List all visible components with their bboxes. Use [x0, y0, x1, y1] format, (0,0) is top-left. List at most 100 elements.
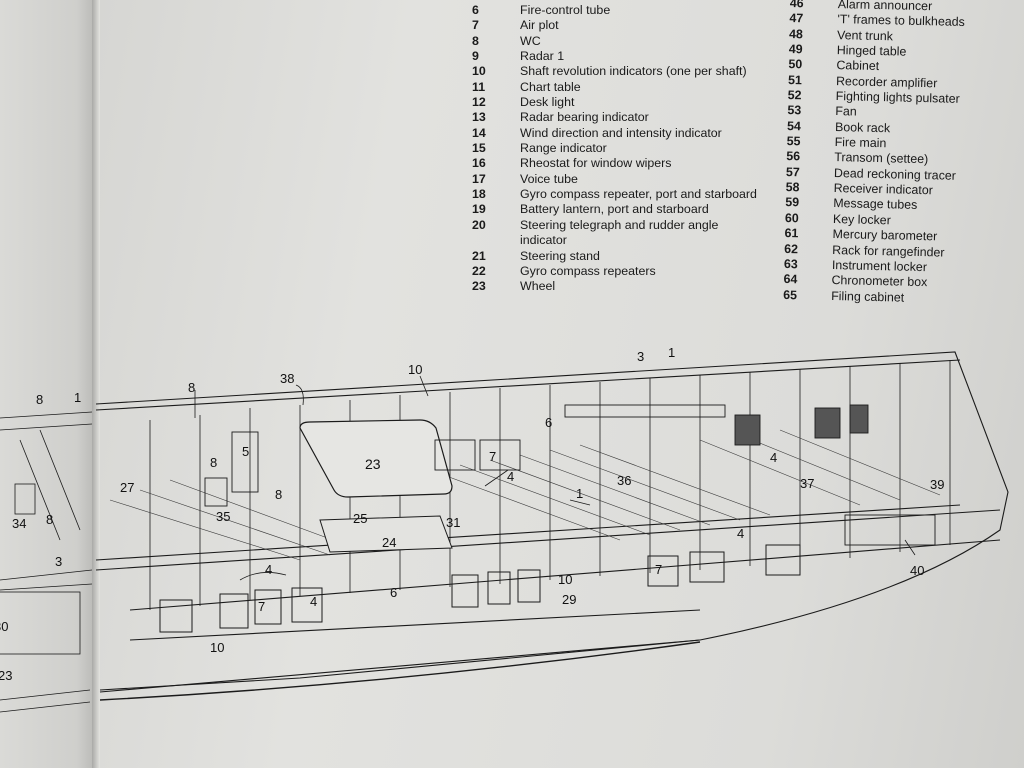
legend-number: 16 [472, 156, 486, 171]
legend-label: indicator [520, 233, 567, 248]
left-page-label: 3 [55, 554, 62, 569]
drawing-label: 7 [655, 562, 662, 577]
hull-outline [95, 351, 1009, 691]
drawing-label: 38 [280, 371, 294, 386]
drawing-label: 6 [545, 415, 552, 430]
legend-number: 21 [472, 248, 486, 263]
legend-row: 23 Wheel [472, 279, 757, 294]
legend-row: indicator [472, 233, 757, 248]
drawing-label: 1 [576, 486, 583, 501]
legend-row: 22 Gyro compass repeaters [472, 264, 757, 279]
legend-label: Voice tube [520, 171, 578, 186]
drawing-label: 25 [353, 511, 367, 526]
legend-label: Wind direction and intensity indicator [520, 125, 722, 140]
legend-label: Radar bearing indicator [520, 110, 649, 125]
right-page [98, 0, 1024, 768]
drawing-label: 4 [265, 562, 272, 577]
legend-label: Chart table [520, 79, 581, 94]
legend-row: 8 WC [472, 34, 757, 49]
drawing-label: 4 [507, 469, 514, 484]
drawing-label: 10 [558, 572, 572, 587]
drawing-label: 10 [408, 362, 422, 377]
left-page-label: 23 [0, 668, 12, 683]
legend-row: 16 Rheostat for window wipers [472, 156, 757, 171]
legend-row: 10 Shaft revolution indicators (one per s… [472, 64, 757, 79]
legend-number: 14 [472, 125, 486, 140]
legend-number: 18 [472, 187, 486, 202]
legend-label: Air plot [520, 18, 559, 33]
legend-label: Rheostat for window wipers [520, 156, 672, 171]
legend-number: 7 [472, 18, 479, 33]
legend-row: 18 Gyro compass repeater, port and starbo… [472, 187, 757, 202]
legend-label: Steering telegraph and rudder angle [520, 217, 719, 232]
book-gutter [92, 0, 100, 768]
drawing-label: 31 [446, 515, 460, 530]
drawing-label: 40 [910, 563, 924, 578]
drawing-label: 37 [800, 476, 814, 491]
drawing-label: 5 [242, 444, 249, 459]
legend-row: 20 Steering telegraph and rudder angle [472, 218, 757, 233]
legend-label: Steering stand [520, 248, 600, 263]
legend-number: 22 [472, 263, 486, 278]
drawing-label: 4 [737, 526, 744, 541]
drawing-label: 7 [258, 599, 265, 614]
left-page-label: 8 [46, 512, 53, 527]
legend-label: Gyro compass repeaters [520, 263, 656, 278]
drawing-label: 7 [489, 449, 496, 464]
legend-row: 13 Radar bearing indicator [472, 110, 757, 125]
legend-label: Battery lantern, port and starboard [520, 202, 709, 217]
legend-row: 11 Chart table [472, 80, 757, 95]
legend-row: 14 Wind direction and intensity indicator [472, 126, 757, 141]
legend-label: Range indicator [520, 141, 607, 156]
legend-number: 17 [472, 171, 486, 186]
legend-row: 21 Steering stand [472, 249, 757, 264]
drawing-label: 6 [390, 585, 397, 600]
legend-number: 11 [472, 79, 486, 94]
plot-table [299, 419, 453, 498]
legend-number: 8 [472, 33, 479, 48]
legend-number: 23 [472, 279, 486, 294]
legend-number: 12 [472, 95, 486, 110]
legend-row: 19 Battery lantern, port and starboard [472, 202, 757, 217]
legend-label: Wheel [520, 279, 556, 294]
drawing-label: 39 [930, 477, 944, 492]
legend-number: 9 [472, 49, 479, 64]
drawing-label: 27 [120, 480, 134, 495]
left-page-label: 34 [12, 516, 26, 531]
legend-number: 13 [472, 110, 486, 125]
drawing-label: 3 [637, 349, 644, 364]
legend-label: Desk light [520, 95, 575, 110]
legend-label: Gyro compass repeater, port and starboar… [520, 187, 757, 202]
left-page-label: 30 [0, 619, 8, 634]
legend-label: WC [520, 33, 541, 48]
drawing-label: 1 [668, 345, 675, 360]
left-page-label: 8 [36, 392, 43, 407]
left-page-label: 1 [74, 390, 81, 405]
drawing-label: 23 [365, 456, 381, 472]
legend-number: 15 [472, 141, 486, 156]
drawing-label: 35 [216, 509, 230, 524]
drawing-label: 4 [310, 594, 317, 609]
legend-row: 15 Range indicator [472, 141, 757, 156]
legend-row: 9 Radar 1 [472, 49, 757, 64]
drawing-label: 8 [275, 487, 282, 502]
drawing-label: 29 [562, 592, 576, 607]
drawing-label: 24 [382, 535, 396, 550]
legend-number: 20 [472, 217, 486, 232]
legend-label: Fire-control tube [520, 3, 611, 17]
drawing-label: 36 [617, 473, 631, 488]
drawing-label: 8 [188, 380, 195, 395]
drawing-label: 4 [770, 450, 777, 465]
legend-row: 7 Air plot [472, 18, 757, 33]
drawing-label: 8 [210, 455, 217, 470]
legend-row: 12 Desk light [472, 95, 757, 110]
legend-number: 19 [472, 202, 486, 217]
legend-row: 17 Voice tube [472, 172, 757, 187]
legend-number: 10 [472, 64, 486, 79]
legend-label: Shaft revolution indicators (one per sha… [520, 64, 747, 79]
legend-label: Radar 1 [520, 49, 565, 64]
drawing-label: 10 [210, 640, 224, 655]
